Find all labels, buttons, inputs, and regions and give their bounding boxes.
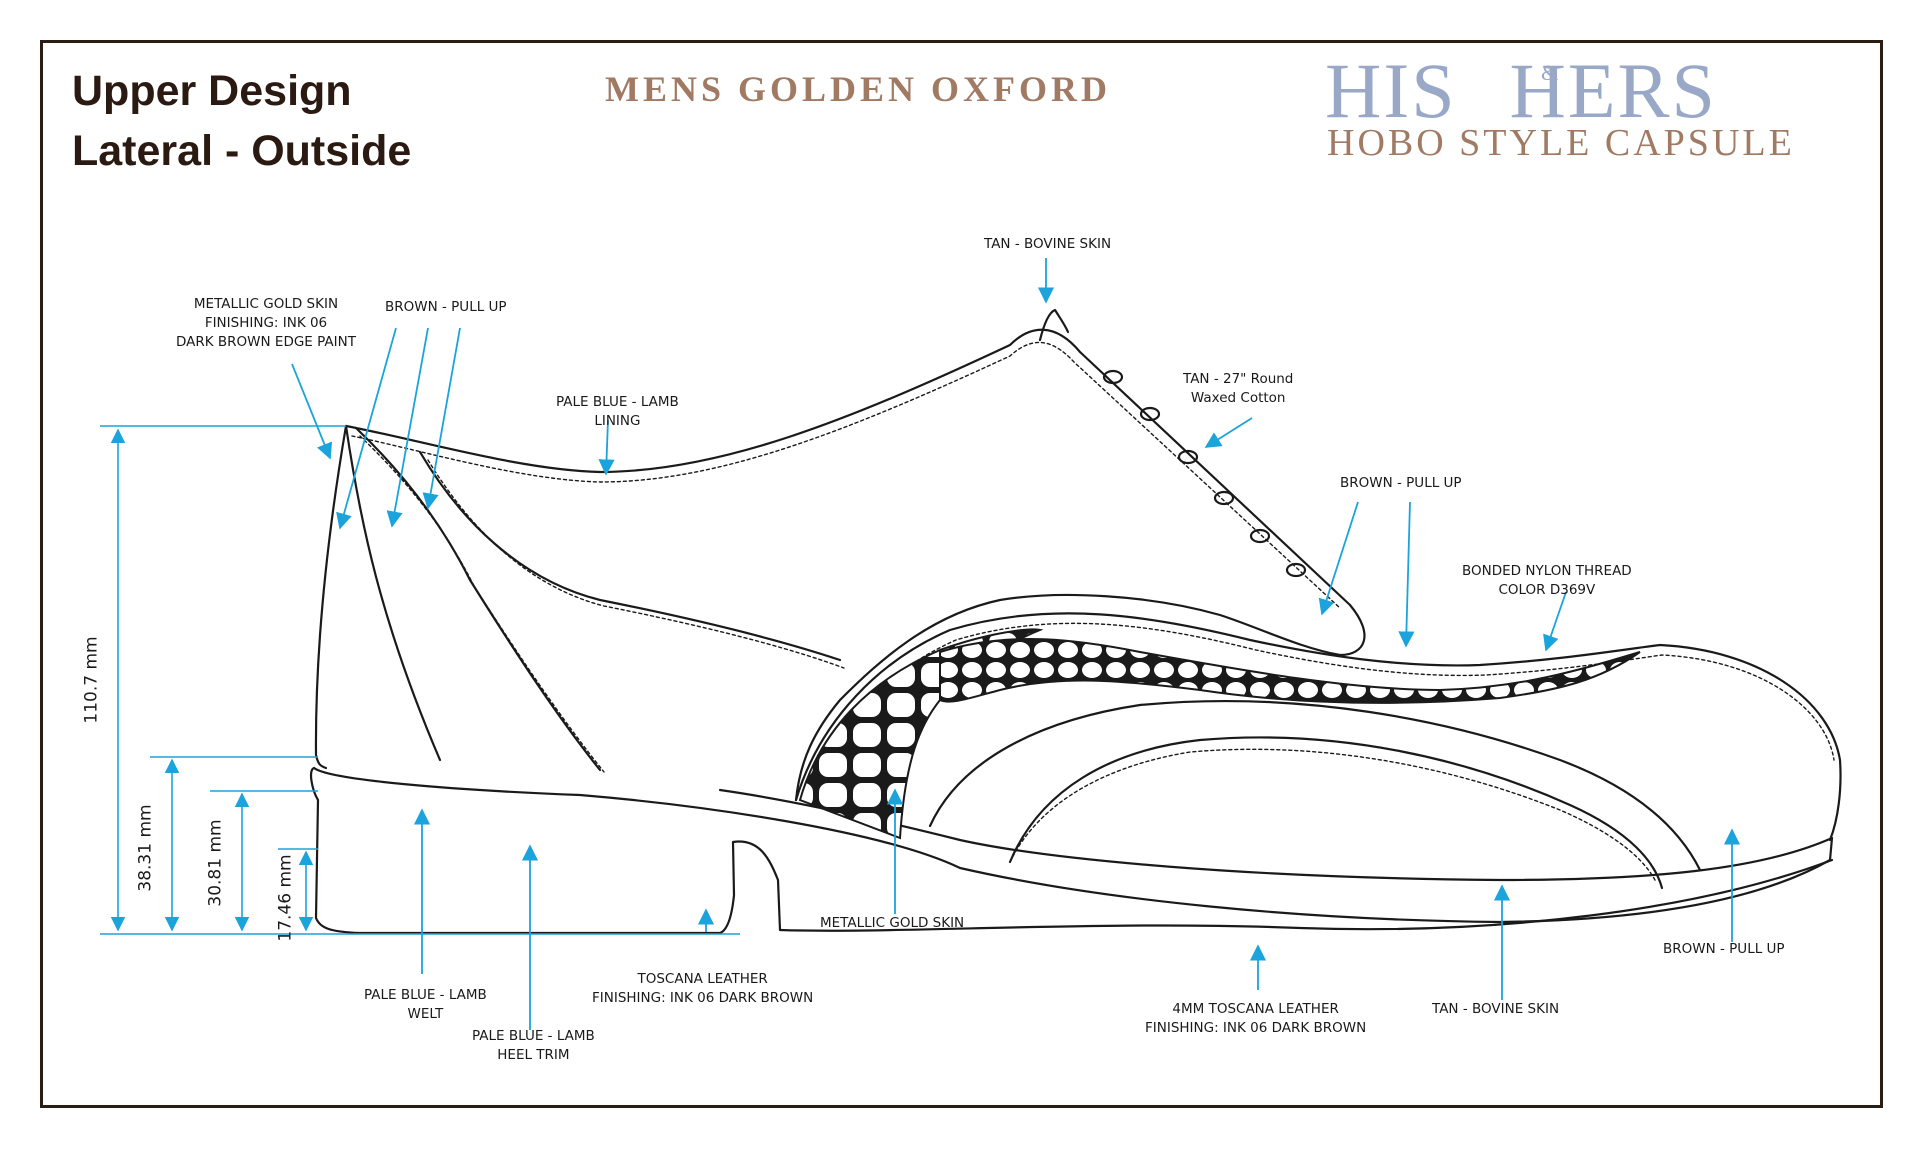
upper-topline-stitch (351, 341, 1341, 609)
callout-pale-blue-welt: PALE BLUE - LAMB WELT (364, 987, 487, 1022)
heel-counter (314, 424, 348, 770)
brand-main-text: HIS HERS (1325, 47, 1717, 134)
dimension-heel-height: 30.81 mm (205, 819, 226, 907)
croc-panel-upper (939, 638, 1641, 704)
drawing-frame (40, 40, 1883, 1108)
callout-pale-blue-heel-trim: PALE BLUE - LAMB HEEL TRIM (472, 1028, 595, 1063)
product-name: Mens Golden Oxford (605, 69, 1112, 109)
callout-pale-blue-lining: PALE BLUE - LAMB LINING (556, 394, 679, 429)
callout-brown-pull-up-vamp: BROWN - PULL UP (1340, 475, 1462, 491)
page-title-line2: Lateral - Outside (72, 127, 412, 175)
quarter-panel-3 (418, 450, 842, 662)
callout-toscana-sole: 4MM TOSCANA LEATHER FINISHING: INK 06 DA… (1145, 1001, 1367, 1036)
dimension-heel-lift: 17.46 mm (275, 854, 296, 942)
tongue (1038, 308, 1070, 342)
vamp-stitch-outer (807, 622, 1835, 801)
lace-eyelets (1102, 369, 1307, 578)
quarter-panel-2 (354, 426, 602, 772)
wing-inner (928, 699, 1702, 872)
callout-tan-bovine-toe: TAN - BOVINE SKIN (1432, 1001, 1560, 1017)
croc-panel-lower (798, 628, 1044, 840)
brand-ampersand: & (1541, 60, 1559, 85)
callout-tan-bovine-top: TAN - BOVINE SKIN (984, 236, 1112, 252)
callout-toscana-heel: TOSCANA LEATHER FINISHING: INK 06 DARK B… (592, 971, 814, 1006)
brand-logo: HIS HERS & Hobo Style Capsule (1325, 47, 1845, 164)
callout-metallic-gold-skin-top: METALLIC GOLD SKIN FINISHING: INK 06 DAR… (176, 296, 356, 350)
page-title-line1: Upper Design (72, 67, 352, 115)
callout-metallic-gold-skin-bottom: METALLIC GOLD SKIN (820, 915, 965, 931)
callout-thread: BONDED NYLON THREAD COLOR D369V (1462, 563, 1632, 598)
sole-bottom (778, 858, 1834, 932)
outsole (312, 766, 1834, 924)
callout-laces: TAN - 27" Round Waxed Cotton (1183, 371, 1294, 406)
heel-block (309, 766, 782, 935)
dimension-counter-height: 38.31 mm (135, 804, 156, 892)
brand-subtitle: Hobo Style Capsule (1327, 122, 1795, 164)
callout-brown-pull-up-heel: BROWN - PULL UP (385, 299, 507, 315)
wingtip-outer (794, 612, 1842, 842)
upper-topline (344, 328, 1366, 802)
dimension-total-height: 110.7 mm (81, 636, 102, 724)
callout-brown-pull-up-toe: BROWN - PULL UP (1663, 941, 1785, 957)
quarter-panel-1 (344, 424, 442, 762)
